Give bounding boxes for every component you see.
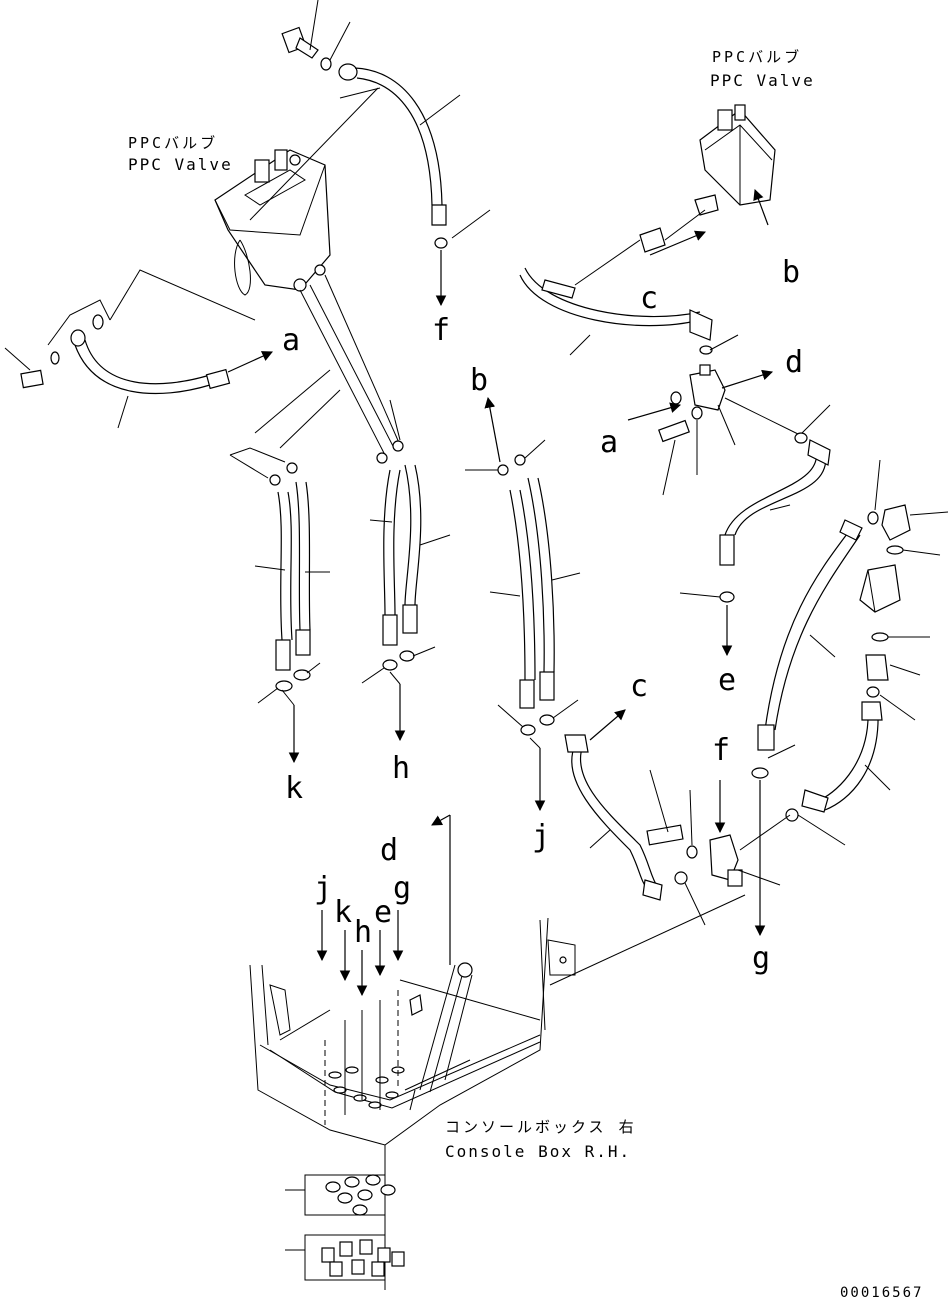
letter-g-box: g <box>393 871 411 906</box>
hose-pair-h <box>361 399 451 742</box>
ppc-valve-left-jp: PPCバルブ <box>128 134 218 152</box>
letter-k-box: k <box>334 895 352 930</box>
letter-c-mid: c <box>630 669 648 704</box>
letter-a-left: a <box>282 323 300 358</box>
hose-pair-k <box>229 369 341 764</box>
ppc-valve-right-jp: PPCバルブ <box>712 48 802 66</box>
letter-e-box: e <box>374 895 392 930</box>
fittings-block-1 <box>285 1174 396 1216</box>
ppc-valve-left-en: PPC Valve <box>128 155 233 174</box>
letter-d-right: d <box>785 345 803 380</box>
ppc-valve-right-en: PPC Valve <box>710 71 815 90</box>
letter-j-mid: j <box>532 819 550 854</box>
console-box-jp: コンソールボックス 右 <box>445 1118 637 1136</box>
tee-fitting-upper <box>627 364 831 496</box>
letter-a-mid: a <box>600 425 618 460</box>
letter-j-box: j <box>314 871 332 906</box>
ppc-valve-right <box>519 104 776 356</box>
letter-b-mid: b <box>470 363 488 398</box>
letter-e-mid: e <box>718 663 736 698</box>
hose-pair-j <box>465 396 581 812</box>
letter-c-right: c <box>640 281 658 316</box>
right-long-hose <box>751 519 863 937</box>
drawing-number: 00016567 <box>840 1285 923 1301</box>
right-fitting-stack <box>785 459 949 846</box>
console-box-en: Console Box R.H. <box>445 1142 631 1161</box>
console-box <box>249 814 576 1290</box>
letter-d-low: d <box>380 833 398 868</box>
fittings-block-2 <box>285 1234 405 1281</box>
letter-b-right: b <box>782 255 800 290</box>
ppc-valve-left <box>214 149 401 456</box>
letter-f-mid: f <box>712 733 730 768</box>
letter-f-top: f <box>432 313 450 348</box>
top-hose-assembly <box>249 0 491 307</box>
hose-to-e <box>679 439 831 657</box>
letter-g-mid: g <box>752 941 770 976</box>
tee-fitting-lower <box>549 769 791 986</box>
letter-k-mid: k <box>285 771 303 806</box>
letter-h-box: h <box>354 915 372 950</box>
hose-to-c <box>564 709 663 901</box>
letter-h-mid: h <box>392 751 410 786</box>
left-hose-assembly <box>4 269 273 429</box>
